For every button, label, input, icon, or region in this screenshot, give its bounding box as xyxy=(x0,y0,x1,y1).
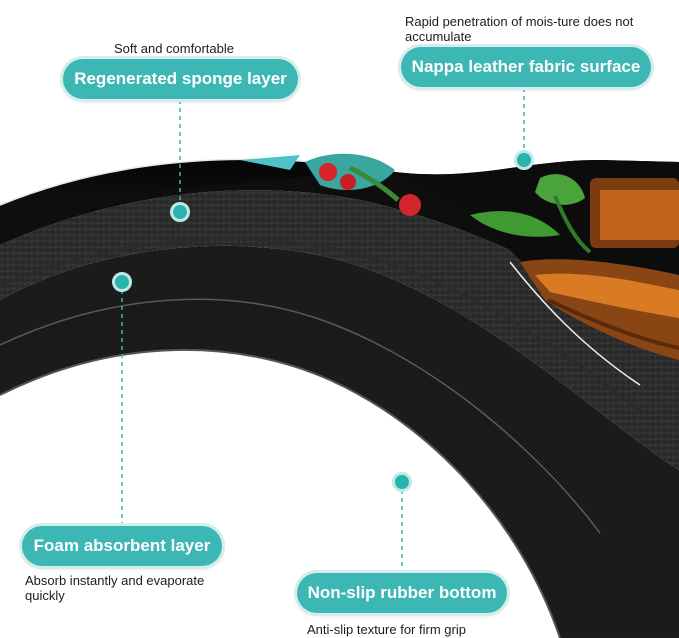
nappa-caption: Rapid penetration of mois-ture does not … xyxy=(405,14,634,44)
rubber-caption: Anti-slip texture for firm grip xyxy=(307,622,466,637)
nappa-marker-dot xyxy=(514,150,534,170)
foam-absorbent-layer xyxy=(0,190,679,544)
printed-pattern xyxy=(240,153,679,386)
foam-caption: Absorb instantly and evaporate quickly xyxy=(25,573,205,603)
rubber-label-pill: Non-slip rubber bottom xyxy=(297,573,507,613)
sponge-marker-dot xyxy=(170,202,190,222)
sponge-caption: Soft and comfortable xyxy=(114,41,234,56)
nappa-label-pill: Nappa leather fabric surface xyxy=(401,47,651,87)
rubber-bottom-layer xyxy=(0,245,679,638)
sponge-label-pill: Regenerated sponge layer xyxy=(63,59,298,99)
foam-label-pill: Foam absorbent layer xyxy=(22,526,222,566)
foam-marker-dot xyxy=(112,272,132,292)
rubber-marker-dot xyxy=(392,472,412,492)
